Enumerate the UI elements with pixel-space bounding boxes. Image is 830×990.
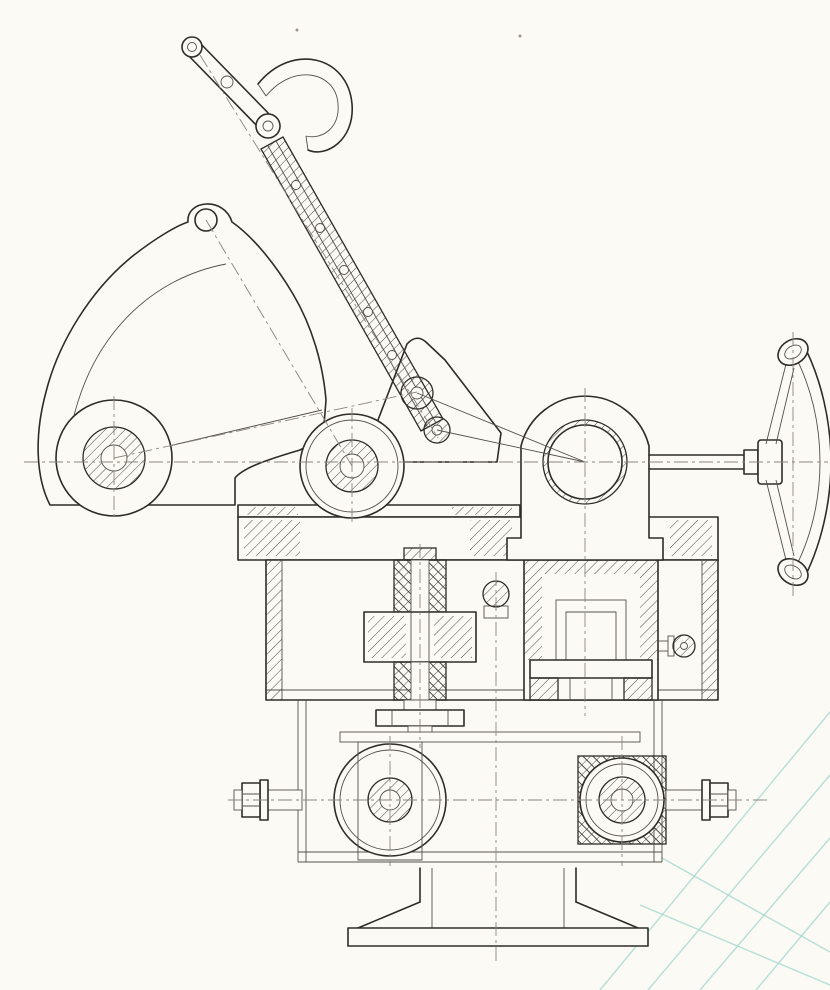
plug-pin bbox=[482, 580, 510, 619]
paper-speck bbox=[295, 28, 299, 32]
lever-handle bbox=[181, 36, 281, 139]
lever-assembly bbox=[181, 36, 444, 432]
latch-hook bbox=[257, 58, 353, 153]
clutch-block bbox=[523, 559, 659, 701]
centerlines bbox=[24, 54, 828, 962]
pedestal bbox=[347, 867, 649, 947]
paper-speck bbox=[518, 34, 522, 38]
link-bracket bbox=[361, 337, 586, 463]
lever-arm bbox=[260, 136, 444, 432]
thumb-screw bbox=[658, 634, 696, 658]
